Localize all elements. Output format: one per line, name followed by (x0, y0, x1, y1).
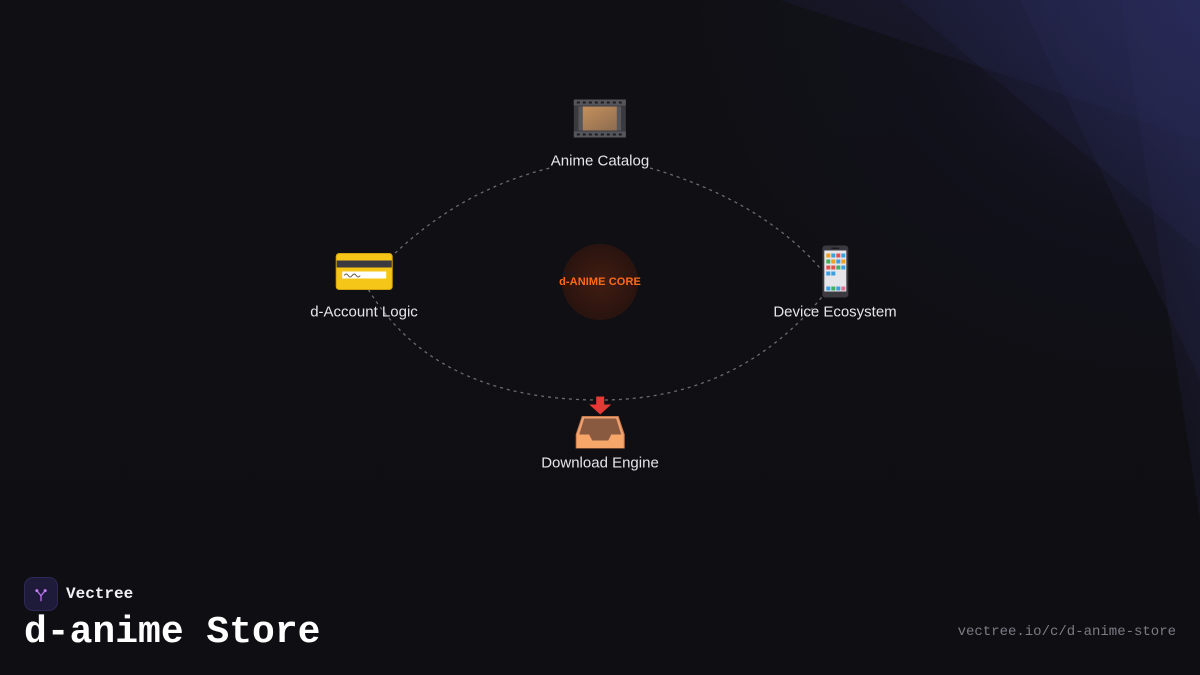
connector-catalog-device (649, 167, 821, 269)
brand: Vectree (24, 577, 133, 611)
node-label-download-engine: Download Engine (541, 454, 659, 472)
node-download-engine: Download Engine (541, 396, 659, 472)
core-node: d-ANIME CORE (559, 244, 641, 320)
node-label-device-ecosystem: Device Ecosystem (773, 303, 897, 321)
page-title: d-anime Store (24, 611, 321, 654)
node-label-anime-catalog: Anime Catalog (550, 152, 650, 170)
node-label-d-account-logic: d-Account Logic (310, 303, 418, 321)
connector-account-catalog (389, 167, 551, 259)
inbox-tray-icon (575, 396, 625, 449)
connector-device-download (599, 291, 827, 401)
tree-branch-icon (35, 589, 47, 602)
vectree-logo-icon (24, 577, 58, 611)
connector-download-account (363, 281, 601, 401)
credit-card-icon (335, 253, 393, 290)
core-label: d-ANIME CORE (559, 276, 641, 288)
page-url[interactable]: vectree.io/c/d-anime-store (957, 624, 1176, 640)
brand-name: Vectree (66, 585, 134, 603)
node-d-account-logic: d-Account Logic (310, 246, 418, 321)
mobile-phone-icon (822, 245, 848, 298)
film-frames-icon (573, 99, 626, 138)
node-anime-catalog: Anime Catalog (551, 95, 649, 170)
node-device-ecosystem: Device Ecosystem (773, 245, 897, 321)
